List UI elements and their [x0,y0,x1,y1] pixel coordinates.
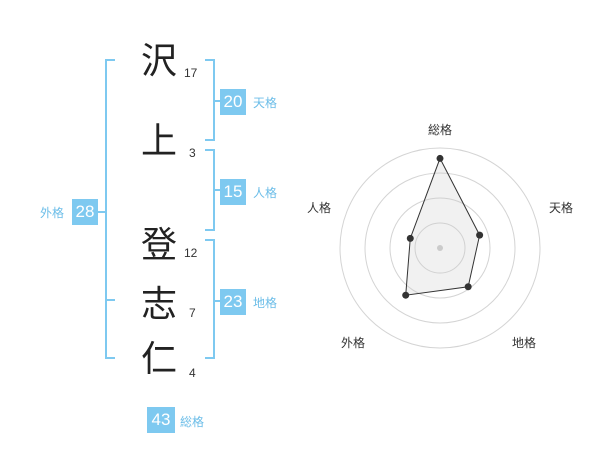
tenkaku-label: 天格 [253,96,278,110]
radar-ring-1 [414,222,466,274]
radar-center [437,245,443,251]
radar-point-1 [476,231,484,239]
name-char-4: 志 [140,284,177,325]
name-char-1: 沢 [140,41,177,82]
radar-axis-label-2: 地格 [512,336,537,350]
chikaku-value: 23 [220,289,246,315]
radar-axis-label-3: 外格 [341,336,366,350]
stroke-count-1: 17 [184,66,198,80]
stroke-count-2: 3 [189,146,196,160]
radar-ring-4 [339,147,541,349]
radar-axis-label-1: 天格 [549,201,574,215]
radar-point-4 [406,234,414,242]
radar-axis-label-4: 人格 [307,201,332,215]
radar-point-0 [436,154,444,162]
chikaku-bracket [205,239,215,359]
name-char-5: 仁 [140,339,177,380]
radar-ring-3 [364,172,516,324]
gaikaku-label: 外格 [40,206,65,220]
tenkaku-value: 20 [220,89,246,115]
radar-ring-2 [389,197,491,299]
radar-point-3 [402,291,410,299]
stroke-count-5: 4 [189,366,196,380]
radar-point-2 [464,283,472,291]
gaikaku-bracket [105,59,115,359]
stroke-count-3: 12 [184,246,198,260]
jinkaku-label: 人格 [253,186,278,200]
chikaku-label: 地格 [253,296,278,310]
radar-series-polygon [405,157,481,296]
jinkaku-value: 15 [220,179,246,205]
gaikaku-value: 28 [72,199,98,225]
name-char-2: 上 [140,121,177,162]
soukaku-value: 43 [147,407,175,433]
stroke-count-4: 7 [189,306,196,320]
radar-axis-label-0: 総格 [428,123,453,137]
soukaku-label: 総格 [180,415,205,429]
name-char-3: 登 [140,225,177,266]
